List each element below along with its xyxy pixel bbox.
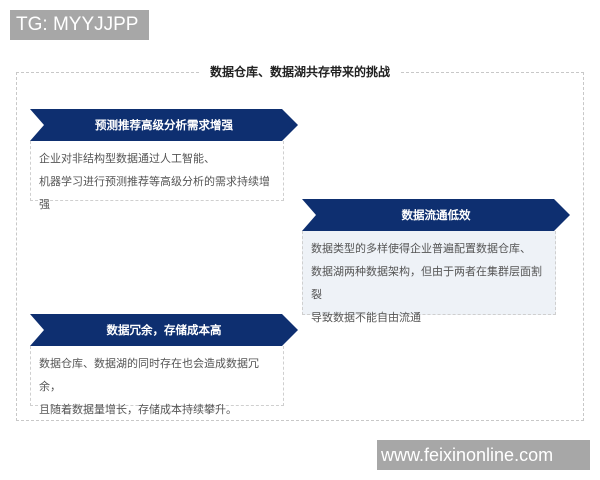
diagram-title: 数据仓库、数据湖共存带来的挑战 [200,62,400,82]
card-1-body: 企业对非结构型数据通过人工智能、 机器学习进行预测推荐等高级分析的需求持续增强 [30,141,284,211]
arrow-banner-shape [30,109,298,141]
watermark-top-left: TG: MYYJJPP [10,10,149,40]
arrow-banner-shape [30,314,298,346]
card-3-banner: 数据冗余，存储成本高 [30,314,298,346]
arrow-banner-shape [302,199,570,231]
card-1-line: 机器学习进行预测推荐等高级分析的需求持续增强 [39,175,270,211]
card-2-line: 数据湖两种数据架构，但由于两者在集群层面割裂 [311,265,542,301]
card-1-heading: 预测推荐高级分析需求增强 [95,118,233,132]
watermark-bottom-right: www.feixinonline.com [377,440,590,470]
card-2-line: 导致数据不能自由流通 [311,311,421,324]
card-2-line: 数据类型的多样使得企业普遍配置数据仓库、 [311,242,531,255]
card-1-line: 企业对非结构型数据通过人工智能、 [39,152,215,165]
card-3-heading: 数据冗余，存储成本高 [106,323,222,337]
card-2-banner: 数据流通低效 [302,199,570,231]
card-2-body: 数据类型的多样使得企业普遍配置数据仓库、 数据湖两种数据架构，但由于两者在集群层… [302,231,556,324]
card-1-banner: 预测推荐高级分析需求增强 [30,109,298,141]
card-3-body: 数据仓库、数据湖的同时存在也会造成数据冗余， 且随着数据量增长，存储成本持续攀升… [30,346,284,416]
card-2-heading: 数据流通低效 [401,208,471,222]
card-3-line: 数据仓库、数据湖的同时存在也会造成数据冗余， [39,357,259,393]
card-3-line: 且随着数据量增长，存储成本持续攀升。 [39,403,237,416]
